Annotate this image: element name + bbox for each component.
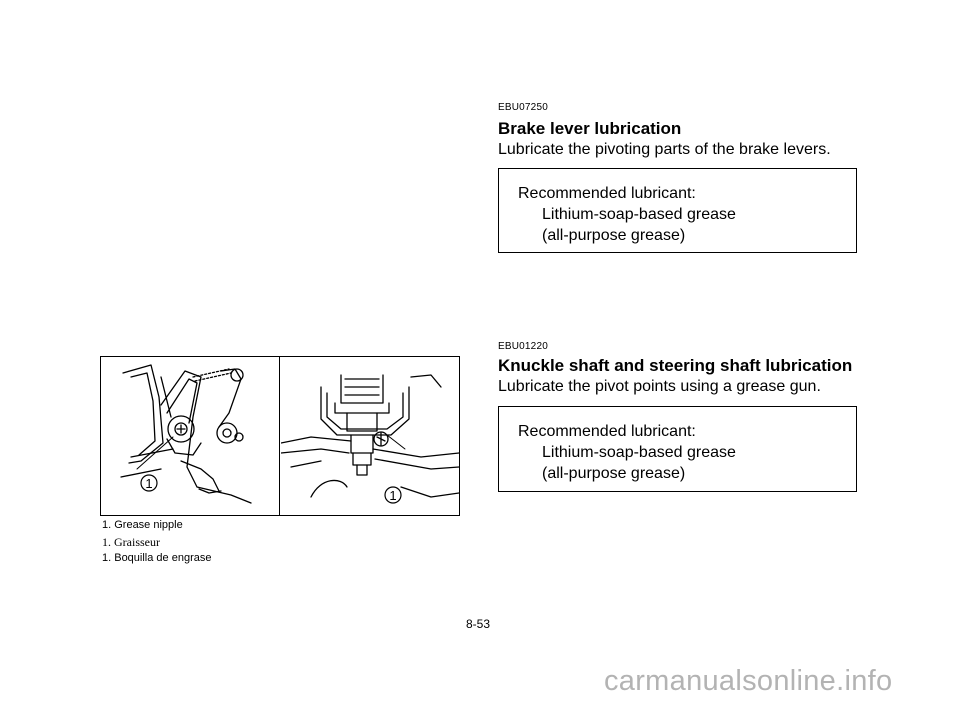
heading-brake-lever: Brake lever lubrication: [498, 119, 682, 138]
lubricant-type: Lithium-soap-based grease: [542, 444, 736, 461]
instruction-brake: Lubricate the pivoting parts of the brak…: [498, 141, 831, 158]
caption-english: 1. Grease nipple: [102, 519, 183, 531]
lubricant-box-brake: Recommended lubricant: Lithium-soap-base…: [498, 168, 857, 253]
page-number: 8-53: [466, 617, 491, 631]
section-code-brake: EBU07250: [498, 102, 548, 113]
lubricant-type: Lithium-soap-based grease: [542, 206, 736, 223]
section-code-knuckle: EBU01220: [498, 341, 548, 352]
heading-knuckle-shaft: Knuckle shaft and steering shaft lubrica…: [498, 356, 853, 375]
watermark: carmanualsonline.info: [604, 665, 893, 697]
brake-lever-illustration: 1: [120, 364, 252, 504]
grease-nipple-figure: 1 1: [100, 356, 460, 516]
lubricant-label: Recommended lubricant:: [518, 185, 696, 202]
lubricant-note: (all-purpose grease): [542, 227, 686, 244]
figure-divider: [279, 357, 281, 515]
lubricant-box-knuckle: Recommended lubricant: Lithium-soap-base…: [498, 406, 857, 492]
callout-number: 1: [389, 488, 396, 503]
caption-french: 1. Graisseur: [102, 535, 160, 549]
callout-number: 1: [145, 476, 152, 491]
caption-spanish: 1. Boquilla de engrase: [102, 552, 212, 564]
steering-shaft-illustration: 1: [281, 374, 459, 504]
lubricant-note: (all-purpose grease): [542, 465, 686, 482]
instruction-knuckle: Lubricate the pivot points using a greas…: [498, 378, 821, 395]
lubricant-label: Recommended lubricant:: [518, 423, 696, 440]
